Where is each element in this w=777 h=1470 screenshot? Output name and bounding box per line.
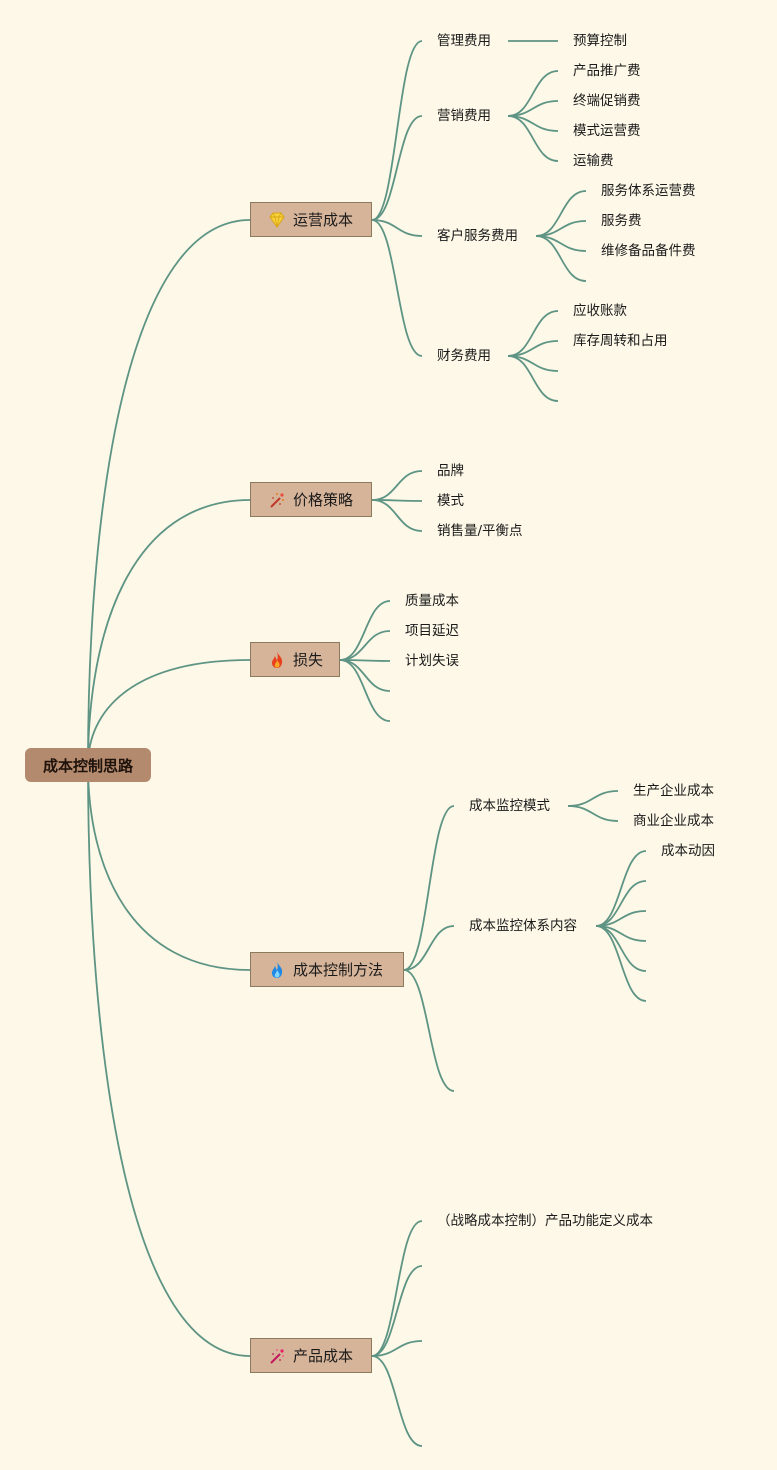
branch-product-cost-label: 产品成本 <box>293 1347 354 1365</box>
magic-wand-icon <box>267 490 287 510</box>
topic-transport-fee[interactable]: 运输费 <box>573 153 614 169</box>
topic-project-delay[interactable]: 项目延迟 <box>405 623 459 639</box>
connector <box>507 355 559 402</box>
connector-root <box>87 219 251 766</box>
connector <box>371 1220 423 1357</box>
connector <box>595 850 647 927</box>
connector <box>403 805 455 971</box>
branch-cost-control-method[interactable]: 成本控制方法 <box>250 952 404 987</box>
connector <box>339 600 391 661</box>
topic-service-fee[interactable]: 服务费 <box>601 213 642 229</box>
connector <box>371 115 423 221</box>
topic-monitoring-system[interactable]: 成本监控体系内容 <box>469 918 577 934</box>
topic-admin-expense[interactable]: 管理费用 <box>437 33 491 49</box>
connector <box>535 235 587 282</box>
connector <box>371 470 423 501</box>
branch-cost-control-method-label: 成本控制方法 <box>293 961 384 979</box>
connector-root <box>87 659 251 766</box>
root-topic[interactable]: 成本控制思路 <box>25 748 151 782</box>
connector <box>371 1265 423 1357</box>
connector <box>507 115 559 162</box>
root-topic-label: 成本控制思路 <box>42 756 133 775</box>
connector <box>371 40 423 221</box>
topic-spare-parts-fee[interactable]: 维修备品备件费 <box>601 243 696 259</box>
connector <box>339 659 391 722</box>
topic-brand[interactable]: 品牌 <box>437 463 464 479</box>
topic-inventory-turnover[interactable]: 库存周转和占用 <box>573 333 668 349</box>
topic-manufacturing-cost[interactable]: 生产企业成本 <box>633 783 714 799</box>
connector <box>371 1355 423 1447</box>
connector <box>595 925 647 1002</box>
topic-service-system-fee[interactable]: 服务体系运营费 <box>601 183 696 199</box>
topic-customer-service-expense[interactable]: 客户服务费用 <box>437 228 518 244</box>
topic-marketing-expense[interactable]: 营销费用 <box>437 108 491 124</box>
branch-operating-cost-label: 运营成本 <box>293 211 354 229</box>
connector <box>403 969 455 1092</box>
topic-budget-control[interactable]: 预算控制 <box>573 33 627 49</box>
branch-loss-label: 损失 <box>293 651 324 669</box>
branch-loss[interactable]: 损失 <box>250 642 340 677</box>
branch-product-cost[interactable]: 产品成本 <box>250 1338 372 1373</box>
topic-planning-error[interactable]: 计划失误 <box>405 653 459 669</box>
branch-operating-cost[interactable]: 运营成本 <box>250 202 372 237</box>
connector-root <box>87 499 251 766</box>
branch-pricing-strategy-label: 价格策略 <box>293 491 354 509</box>
connector <box>567 790 619 807</box>
topic-sales-breakeven[interactable]: 销售量/平衡点 <box>437 523 523 539</box>
connector <box>371 219 423 237</box>
diamond-icon <box>267 210 287 230</box>
topic-product-function-cost[interactable]: （战略成本控制）产品功能定义成本 <box>437 1213 653 1229</box>
connector <box>567 805 619 822</box>
topic-mode[interactable]: 模式 <box>437 493 464 509</box>
magic-wand-icon <box>267 1346 287 1366</box>
blue-flame-icon <box>267 960 287 980</box>
connector <box>339 630 391 661</box>
connector-root <box>87 764 251 1357</box>
topic-mode-operation-fee[interactable]: 模式运营费 <box>573 123 641 139</box>
connector <box>371 499 423 532</box>
topic-terminal-promo-fee[interactable]: 终端促销费 <box>573 93 641 109</box>
connector-root <box>87 764 251 971</box>
topic-receivables[interactable]: 应收账款 <box>573 303 627 319</box>
topic-monitoring-mode[interactable]: 成本监控模式 <box>469 798 550 814</box>
connector <box>403 925 455 971</box>
connector <box>371 219 423 357</box>
topic-cost-driver[interactable]: 成本动因 <box>661 843 715 859</box>
fire-icon <box>267 650 287 670</box>
branch-pricing-strategy[interactable]: 价格策略 <box>250 482 372 517</box>
topic-promotion-fee[interactable]: 产品推广费 <box>573 63 641 79</box>
topic-commercial-cost[interactable]: 商业企业成本 <box>633 813 714 829</box>
connector <box>339 659 391 692</box>
topic-finance-expense[interactable]: 财务费用 <box>437 348 491 364</box>
topic-quality-cost[interactable]: 质量成本 <box>405 593 459 609</box>
connector <box>371 1340 423 1357</box>
